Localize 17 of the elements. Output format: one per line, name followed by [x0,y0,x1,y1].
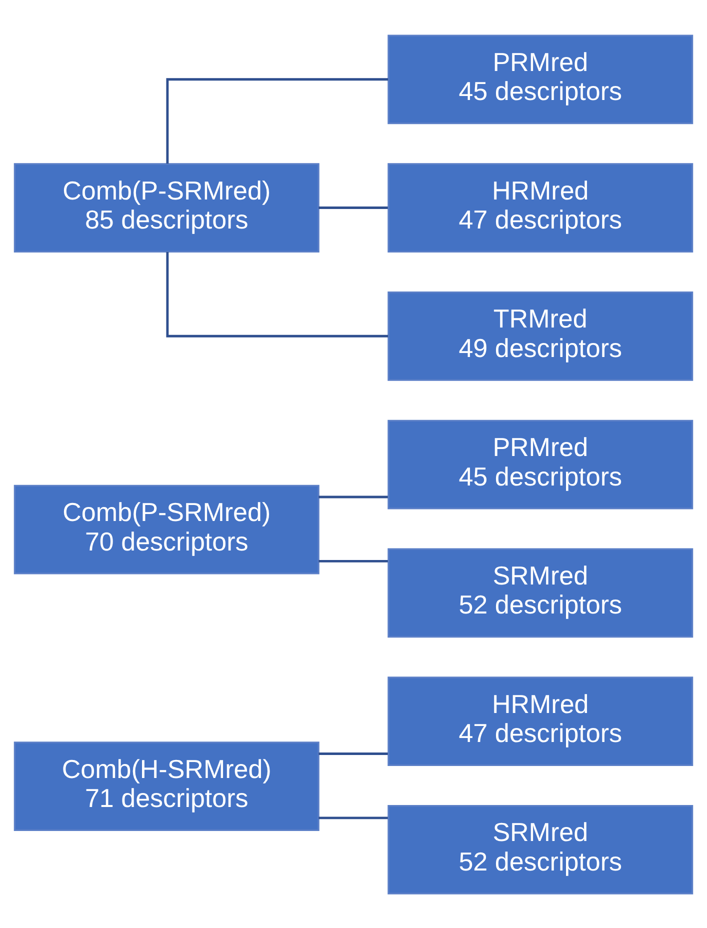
node-box: SRMred 52 descriptors [388,804,694,894]
node-box: Comb(H-SRMred) 71 descriptors [14,741,320,830]
node-box: SRMred 52 descriptors [388,548,694,638]
node-box: PRMred 45 descriptors [388,34,694,124]
node-box: HRMred 47 descriptors [388,676,694,766]
node-box: Comb(P-SRMred) 85 descriptors [14,162,320,252]
connector [166,251,388,337]
node-box: TRMred 49 descriptors [388,290,694,380]
connector [318,816,388,819]
connector [318,206,388,208]
node-box: Comb(P-SRMred) 70 descriptors [14,484,320,574]
connector [318,495,388,498]
connector [318,559,388,562]
node-box: HRMred 47 descriptors [388,162,694,252]
connector [166,78,388,164]
node-box: PRMred 45 descriptors [388,419,694,509]
connector [318,752,388,754]
